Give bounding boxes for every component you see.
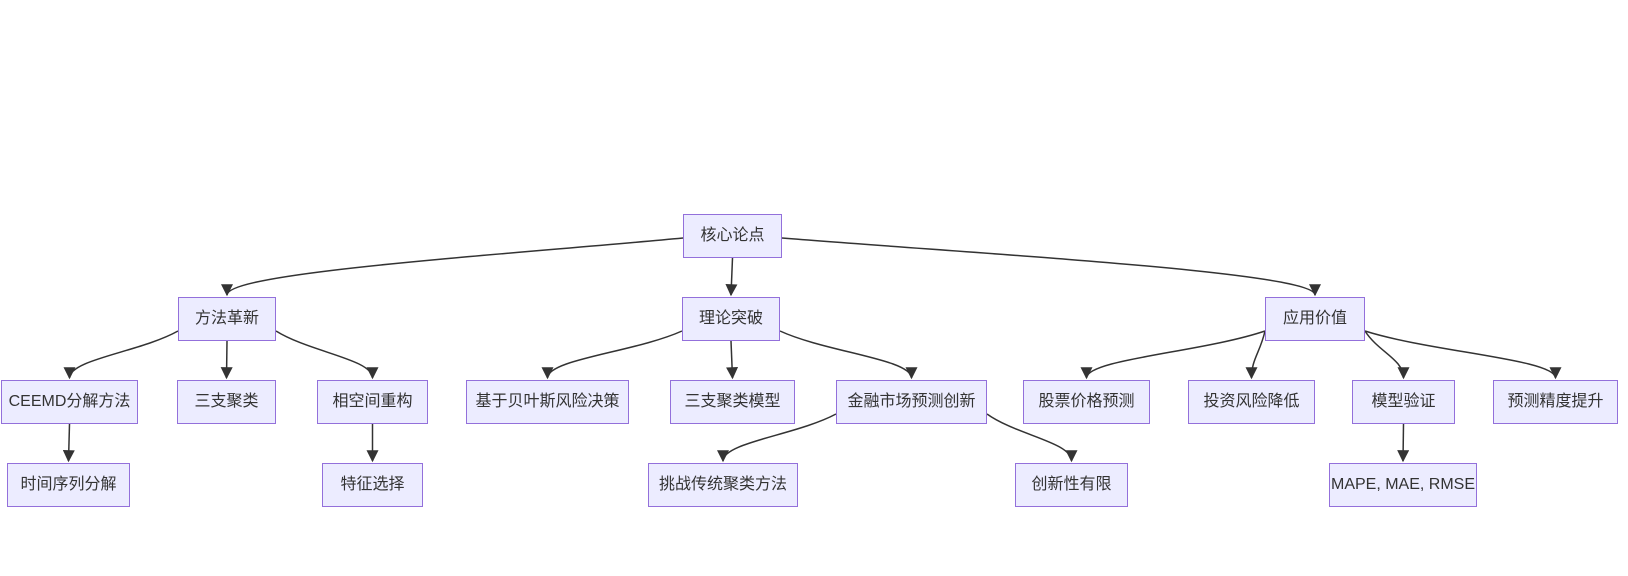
edge-financial-market-forecast-innovation-to-limited-innovation [986,413,1078,463]
edge-core-thesis-to-theory-breakthrough [725,257,738,297]
node-challenge-traditional-clustering: 挑战传统聚类方法 [648,463,798,507]
edge-application-value-to-model-validation [1364,330,1410,380]
node-ceemd-decomposition: CEEMD分解方法 [1,380,138,424]
edge-method-innovation-to-ceemd-decomposition [63,330,179,380]
node-feature-selection: 特征选择 [322,463,423,507]
edge-application-value-to-investment-risk-reduction [1245,330,1266,380]
node-core-thesis: 核心论点 [683,214,782,258]
node-financial-market-forecast-innovation: 金融市场预测创新 [836,380,987,424]
edge-ceemd-decomposition-to-time-series-decomposition [62,423,75,463]
node-three-way-clustering: 三支聚类 [177,380,276,424]
edge-core-thesis-to-method-innovation [221,237,684,297]
node-forecast-accuracy-improvement: 预测精度提升 [1493,380,1618,424]
edge-method-innovation-to-three-way-clustering [220,340,233,380]
edge-financial-market-forecast-innovation-to-challenge-traditional-clustering [717,413,837,463]
node-time-series-decomposition: 时间序列分解 [7,463,130,507]
edge-theory-breakthrough-to-three-way-clustering-model [726,340,739,380]
edge-application-value-to-stock-price-prediction [1080,330,1266,380]
edge-theory-breakthrough-to-financial-market-forecast-innovation [779,330,918,380]
node-bayesian-risk-decision: 基于贝叶斯风险决策 [466,380,629,424]
edge-core-thesis-to-application-value [781,237,1321,297]
node-phase-space-reconstruction: 相空间重构 [317,380,428,424]
node-investment-risk-reduction: 投资风险降低 [1188,380,1315,424]
node-model-validation: 模型验证 [1352,380,1455,424]
edge-theory-breakthrough-to-bayesian-risk-decision [541,330,683,380]
node-mape-mae-rmse: MAPE, MAE, RMSE [1329,463,1477,507]
node-application-value: 应用价值 [1265,297,1365,341]
node-theory-breakthrough: 理论突破 [682,297,780,341]
node-limited-innovation: 创新性有限 [1015,463,1128,507]
edge-application-value-to-forecast-accuracy-improvement [1364,330,1562,380]
node-three-way-clustering-model: 三支聚类模型 [670,380,795,424]
edge-model-validation-to-mape-mae-rmse [1397,423,1410,463]
node-method-innovation: 方法革新 [178,297,276,341]
node-stock-price-prediction: 股票价格预测 [1023,380,1150,424]
edge-method-innovation-to-phase-space-reconstruction [275,330,379,380]
